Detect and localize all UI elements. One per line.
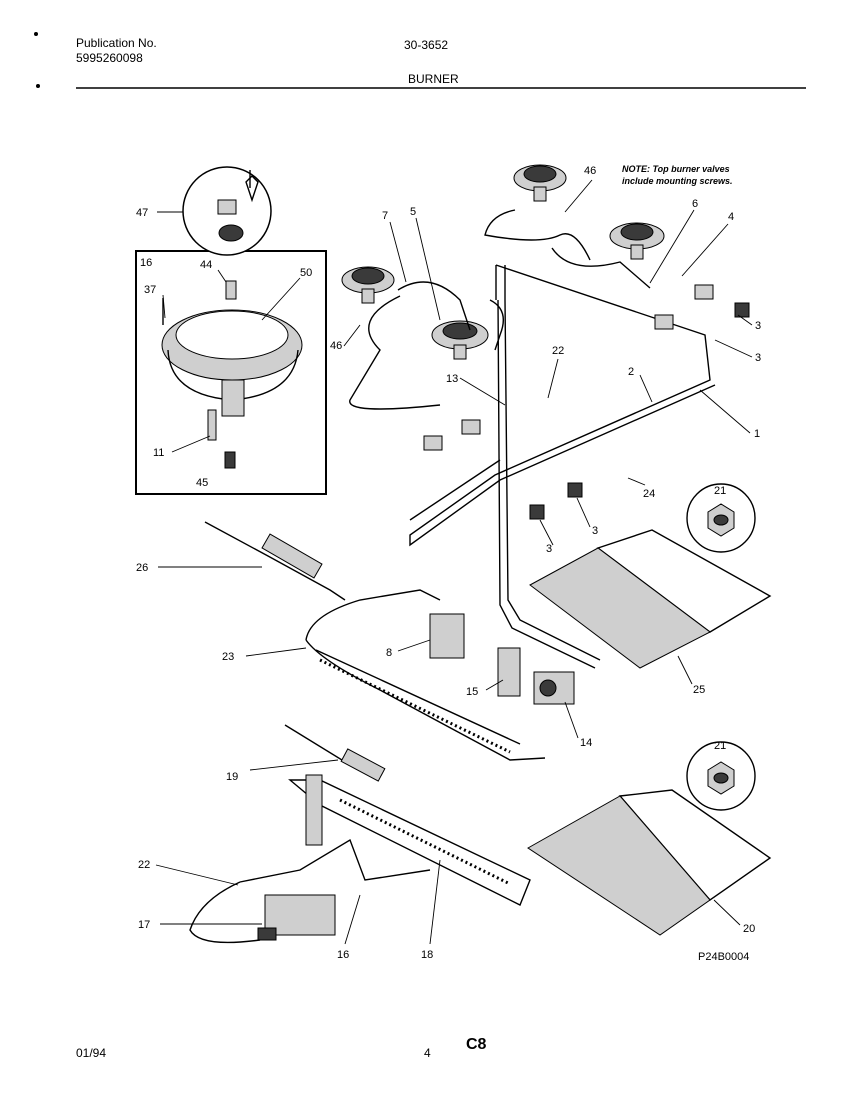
safety-valve-14: [533, 671, 575, 705]
callout-6: 6: [692, 198, 698, 210]
callout-18: 18: [421, 949, 433, 961]
callout-26: 26: [136, 562, 148, 574]
burner-tube-7: [397, 281, 471, 331]
oven-supply-tube: [504, 299, 601, 661]
orifice-circle-upper: [686, 483, 756, 553]
callout-16-lower: 16: [337, 949, 349, 961]
note-line-1: NOTE: Top burner valves: [622, 164, 730, 174]
manifold-lower: [409, 459, 501, 521]
callout-14: 14: [580, 737, 592, 749]
callout-44: 44: [200, 259, 212, 271]
callout-24: 24: [643, 488, 655, 500]
callout-13: 13: [446, 373, 458, 385]
gas-line-22-lower: [189, 881, 261, 944]
callout-23: 23: [222, 651, 234, 663]
top-burner-left: [341, 266, 395, 304]
thermostat-part-8: [429, 613, 465, 659]
footer-code: C8: [466, 1036, 487, 1053]
valve-set: [423, 284, 750, 520]
top-burner-right: [609, 222, 665, 260]
callout-21-upper: 21: [714, 485, 726, 497]
broil-burner: [305, 639, 546, 761]
burner-tube-rear: [484, 209, 591, 261]
callout-46-top: 46: [584, 165, 596, 177]
oven-supply-tube-2: [497, 299, 596, 669]
callout-labels: 47 16 44 50 37 46 7 5 11 45 22 13 6 4 3 …: [136, 165, 761, 961]
baffle-20: [527, 789, 772, 936]
note-line-2: include mounting screws.: [622, 176, 733, 186]
callout-5: 5: [410, 206, 416, 218]
callout-50: 50: [300, 267, 312, 279]
callout-3c: 3: [592, 525, 598, 537]
callout-11: 11: [153, 447, 164, 459]
manifold-pipe: [409, 264, 716, 547]
section-title: BURNER: [408, 72, 459, 86]
callout-25: 25: [693, 684, 705, 696]
callout-22: 22: [552, 345, 564, 357]
burner-head-detail: [161, 280, 303, 469]
callout-37: 37: [144, 284, 156, 296]
baffle-25: [529, 529, 772, 669]
callout-1: 1: [754, 428, 760, 440]
oven-burner: [288, 779, 531, 906]
bracket-15: [497, 647, 521, 697]
callout-8: 8: [386, 647, 392, 659]
callout-7: 7: [382, 210, 388, 222]
igniter-detail: [217, 170, 259, 242]
publication-label: Publication No.: [76, 36, 157, 50]
callout-3b: 3: [755, 352, 761, 364]
callout-15: 15: [466, 686, 478, 698]
callout-19: 19: [226, 771, 238, 783]
top-burner-rear: [513, 164, 567, 202]
callout-2: 2: [628, 366, 634, 378]
callout-4: 4: [728, 211, 734, 223]
footer-page: 4: [424, 1046, 431, 1060]
callout-17: 17: [138, 919, 150, 931]
model-number: 30-3652: [404, 38, 449, 52]
callout-47: 47: [136, 207, 148, 219]
callout-16: 16: [140, 257, 152, 269]
top-burner-center: [431, 320, 489, 360]
broil-burner-tube: [305, 589, 441, 641]
gas-line-16: [239, 838, 431, 883]
callout-21-lower: 21: [714, 740, 726, 752]
callout-3d: 3: [546, 543, 552, 555]
igniter-19: [284, 724, 386, 782]
igniter-26: [204, 521, 346, 601]
burner-tube-right: [551, 247, 651, 289]
orifice-circle-lower: [686, 741, 756, 811]
publication-number: 5995260098: [76, 51, 143, 65]
callout-45: 45: [196, 477, 208, 489]
footer-date: 01/94: [76, 1046, 107, 1060]
burner-tube-center: [489, 299, 504, 351]
callout-46: 46: [330, 340, 342, 352]
oven-burner-riser: [305, 774, 323, 846]
callout-3a: 3: [755, 320, 761, 332]
figure-code: P24B0004: [698, 951, 749, 963]
burner-tube-5: [349, 295, 441, 410]
callout-22-lower: 22: [138, 859, 150, 871]
leader-lines: [155, 179, 753, 945]
callout-20: 20: [743, 923, 755, 935]
oven-valve-17: [257, 894, 336, 941]
